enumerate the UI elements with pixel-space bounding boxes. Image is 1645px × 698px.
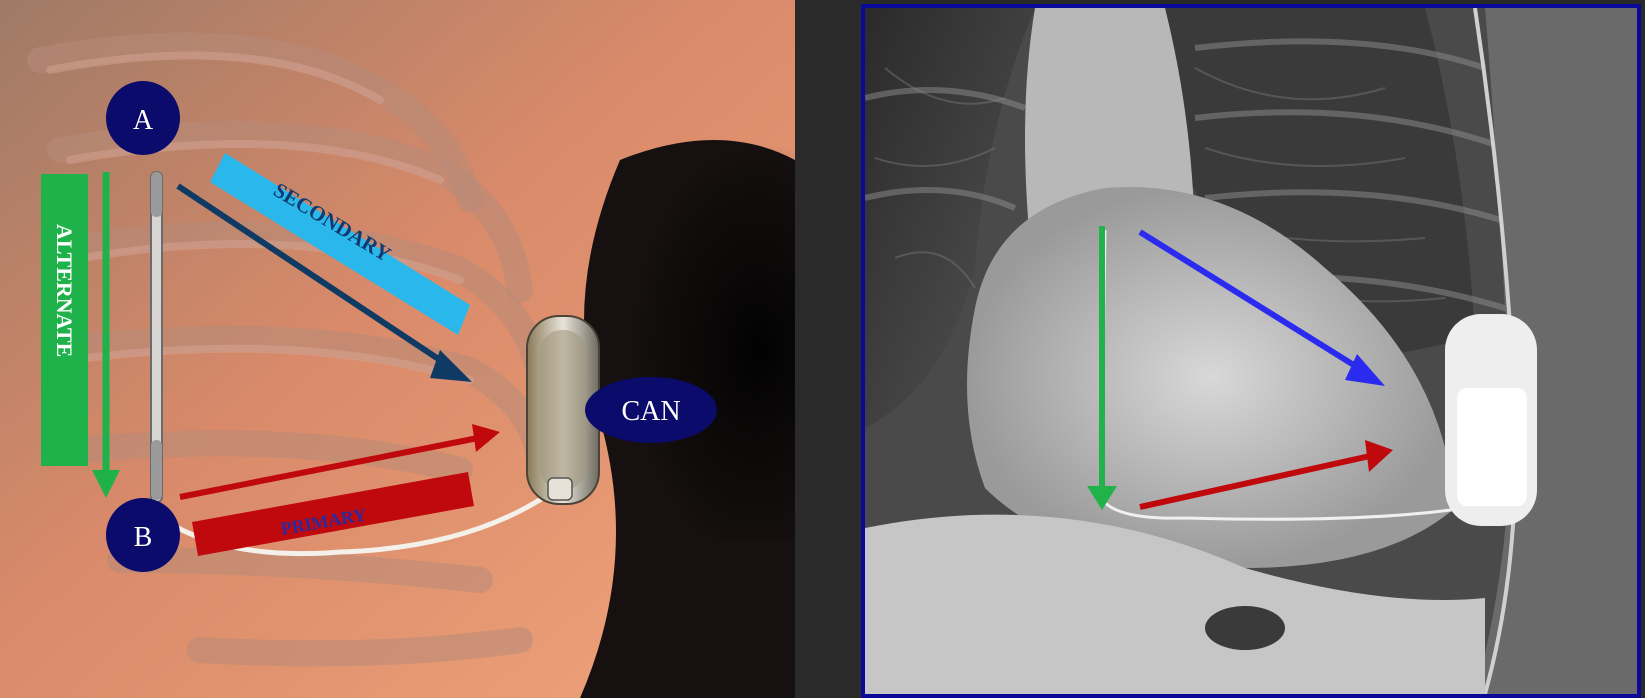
node-a-label: A bbox=[133, 105, 154, 136]
node-can: CAN bbox=[585, 377, 717, 443]
alternate-label: ALTERNATE bbox=[52, 224, 77, 357]
xray-svg bbox=[865, 8, 1637, 694]
node-a: A bbox=[106, 81, 180, 155]
illustration-svg: ALTERNATE SECONDARY PRIMARY A B CAN bbox=[0, 0, 795, 698]
sicd-illustration-panel: ALTERNATE SECONDARY PRIMARY A B CAN bbox=[0, 0, 795, 698]
node-can-label: CAN bbox=[621, 396, 680, 427]
proximal-electrode bbox=[151, 172, 162, 217]
xray-panel bbox=[861, 4, 1641, 698]
node-b: B bbox=[106, 498, 180, 572]
node-b-label: B bbox=[134, 522, 153, 553]
distal-electrode bbox=[151, 440, 162, 500]
